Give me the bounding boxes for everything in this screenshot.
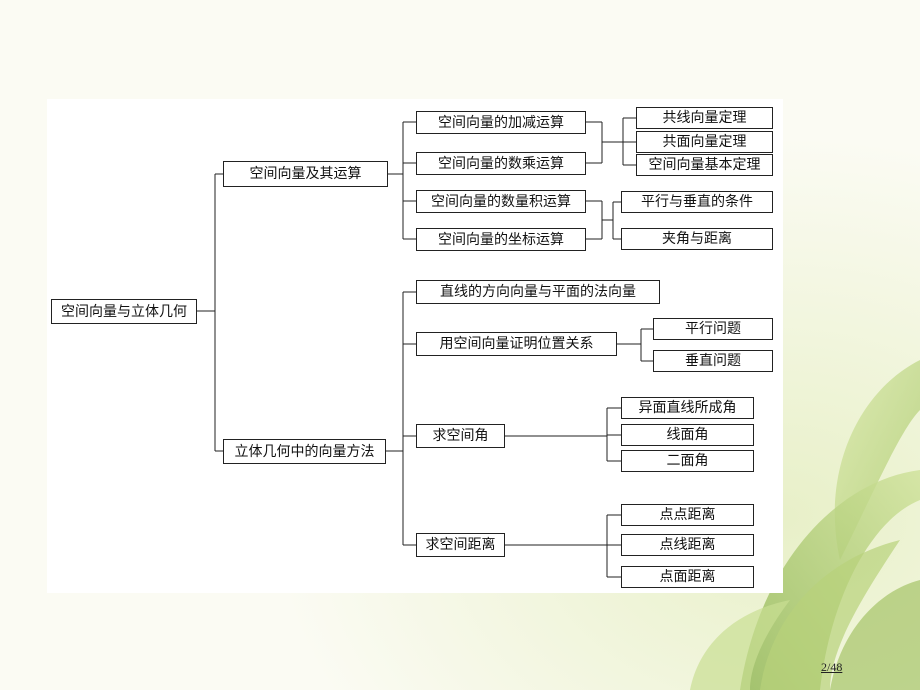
branch-node-vector-operations: 空间向量及其运算 bbox=[223, 161, 388, 187]
node-scalar-multiply: 空间向量的数乘运算 bbox=[416, 152, 586, 175]
leaf-basic-theorem: 空间向量基本定理 bbox=[636, 154, 773, 176]
leaf-perpendicular-problem: 垂直问题 bbox=[653, 350, 773, 372]
leaf-point-plane-distance: 点面距离 bbox=[621, 566, 754, 588]
leaf-coplanar-theorem: 共面向量定理 bbox=[636, 131, 773, 153]
leaf-angle-distance: 夹角与距离 bbox=[621, 228, 773, 250]
diagram-panel: 空间向量与立体几何 空间向量及其运算 立体几何中的向量方法 空间向量的加减运算 … bbox=[47, 99, 783, 593]
leaf-line-plane-angle: 线面角 bbox=[621, 424, 754, 446]
leaf-point-point-distance: 点点距离 bbox=[621, 504, 754, 526]
connector-lines bbox=[197, 117, 653, 578]
node-add-subtract: 空间向量的加减运算 bbox=[416, 111, 586, 134]
node-space-angle: 求空间角 bbox=[416, 424, 505, 448]
leaf-skew-lines-angle: 异面直线所成角 bbox=[621, 397, 754, 419]
leaf-collinear-theorem: 共线向量定理 bbox=[636, 107, 773, 129]
leaf-dihedral-angle: 二面角 bbox=[621, 450, 754, 472]
node-prove-position: 用空间向量证明位置关系 bbox=[416, 332, 617, 356]
leaf-parallel-perpendicular-conditions: 平行与垂直的条件 bbox=[621, 191, 773, 213]
node-space-distance: 求空间距离 bbox=[416, 533, 505, 557]
branch-node-vector-methods: 立体几何中的向量方法 bbox=[223, 439, 386, 464]
root-node: 空间向量与立体几何 bbox=[51, 299, 197, 324]
node-coordinate-ops: 空间向量的坐标运算 bbox=[416, 228, 586, 251]
leaf-point-line-distance: 点线距离 bbox=[621, 534, 754, 556]
page-number: 2/48 bbox=[821, 660, 843, 674]
leaf-parallel-problem: 平行问题 bbox=[653, 318, 773, 340]
node-dot-product: 空间向量的数量积运算 bbox=[416, 190, 586, 213]
node-direction-normal-vectors: 直线的方向向量与平面的法向量 bbox=[416, 280, 660, 304]
